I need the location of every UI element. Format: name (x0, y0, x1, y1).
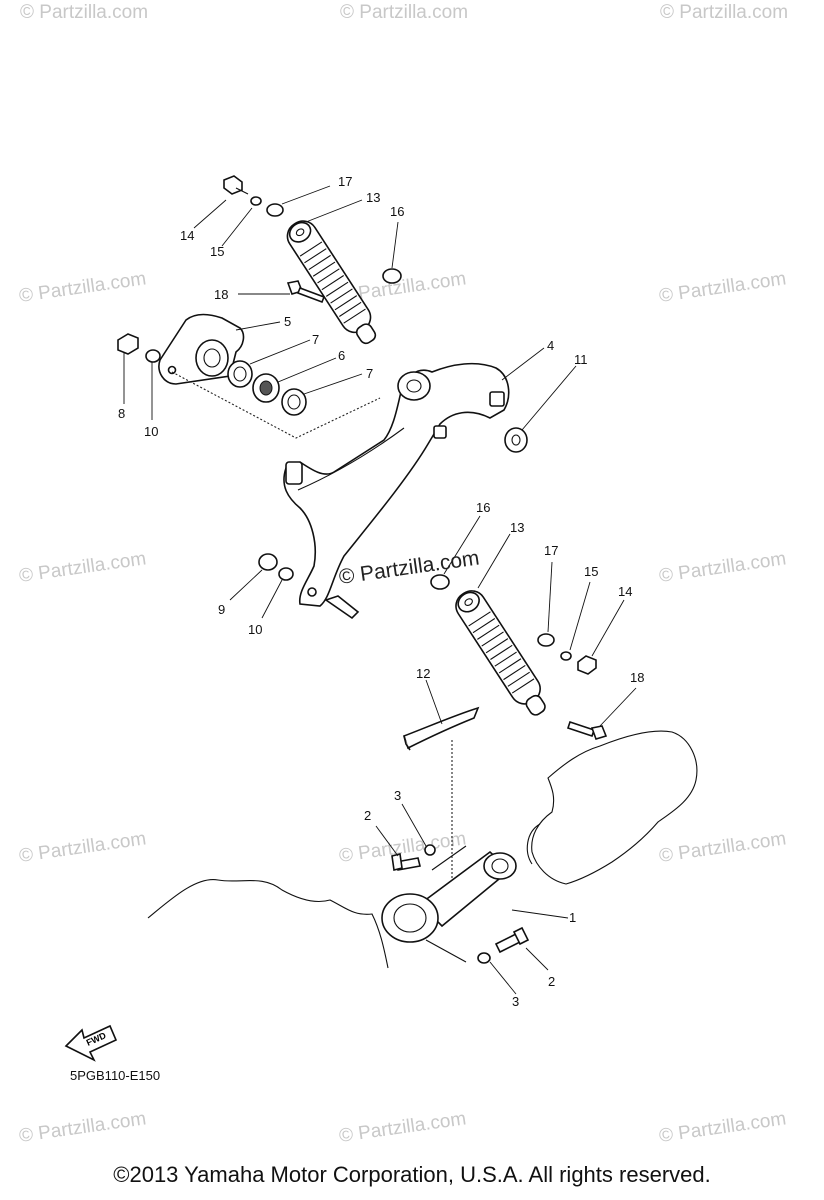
washer-16-lower (430, 574, 450, 590)
watermark: © Partzilla.com (658, 1108, 788, 1147)
washer-16-upper (382, 268, 402, 284)
watermark: © Partzilla.com (18, 1108, 148, 1147)
bearing-7-a (227, 360, 253, 388)
callout-14: 14 (618, 584, 632, 599)
drawing-code: 5PGB110-E150 (70, 1068, 160, 1083)
washer-17-upper (266, 203, 284, 217)
collar-11 (504, 427, 528, 453)
joint-1 (381, 845, 517, 963)
callout-13: 13 (510, 520, 524, 535)
callout-2: 2 (364, 808, 371, 823)
callout-17: 17 (544, 543, 558, 558)
watermark: © Partzilla.com (340, 2, 468, 23)
copyright-notice: ©2013 Yamaha Motor Corporation, U.S.A. A… (113, 1162, 711, 1187)
callout-3: 3 (512, 994, 519, 1009)
bolt-18-lower (566, 720, 608, 740)
callout-16: 16 (476, 500, 490, 515)
callout-18: 18 (214, 287, 228, 302)
watermark: © Partzilla.com (18, 268, 148, 307)
engine-outline (147, 730, 698, 969)
watermark-center: © Partzilla.com (337, 546, 480, 588)
washer-15-lower (560, 651, 572, 661)
nut-9 (258, 553, 278, 571)
leader-lines (123, 185, 637, 995)
callout-8: 8 (118, 406, 125, 421)
callout-10: 10 (144, 424, 158, 439)
callout-18: 18 (630, 670, 644, 685)
watermark: © Partzilla.com (18, 828, 148, 867)
washer-3-lower (477, 952, 491, 964)
callout-16: 16 (390, 204, 404, 219)
watermark: © Partzilla.com (338, 1108, 468, 1147)
bolt-14-lower (577, 655, 597, 675)
callout-2: 2 (548, 974, 555, 989)
callout-15: 15 (584, 564, 598, 579)
collar-6 (252, 373, 280, 403)
axis-line (171, 371, 381, 439)
washer-15-upper (250, 196, 262, 206)
bearing-7-b (281, 388, 307, 416)
callout-4: 4 (547, 338, 554, 353)
bolt-8 (117, 333, 139, 355)
washer-17-lower (537, 633, 555, 647)
bolt-2-upper (391, 853, 421, 871)
bracket-5 (158, 313, 245, 385)
callout-1: 1 (569, 910, 576, 925)
watermark: © Partzilla.com (18, 548, 148, 587)
washer-3-upper (424, 844, 436, 856)
fwd-arrow-icon: FWD (64, 1024, 118, 1062)
watermark: © Partzilla.com (660, 2, 788, 23)
protector-12 (402, 706, 480, 751)
callout-5: 5 (284, 314, 291, 329)
callout-6: 6 (338, 348, 345, 363)
washer-10-upper (145, 349, 161, 363)
callout-15: 15 (210, 244, 224, 259)
callout-17: 17 (338, 174, 352, 189)
callout-7: 7 (312, 332, 319, 347)
callout-3: 3 (394, 788, 401, 803)
watermark: © Partzilla.com (658, 548, 788, 587)
bolt-2-lower (494, 926, 530, 954)
callout-14: 14 (180, 228, 194, 243)
callout-11: 11 (574, 352, 588, 367)
axle-bolt (324, 595, 360, 620)
shock-absorber-upper (286, 220, 377, 345)
swing-arm-4 (283, 362, 510, 607)
callout-9: 9 (218, 602, 225, 617)
callout-labels: 17 13 16 14 15 18 5 7 6 7 8 10 4 11 16 1… (118, 174, 644, 1009)
callout-13: 13 (366, 190, 380, 205)
shock-absorber-lower (455, 590, 546, 716)
callout-7: 7 (366, 366, 373, 381)
callout-12: 12 (416, 666, 430, 681)
washer-10-lower (278, 567, 294, 581)
bolt-18-upper (286, 280, 326, 304)
watermark: © Partzilla.com (658, 828, 788, 867)
watermark: © Partzilla.com (20, 2, 148, 23)
watermark: © Partzilla.com (658, 268, 788, 307)
callout-10: 10 (248, 622, 262, 637)
bolt-14-upper (223, 175, 249, 195)
